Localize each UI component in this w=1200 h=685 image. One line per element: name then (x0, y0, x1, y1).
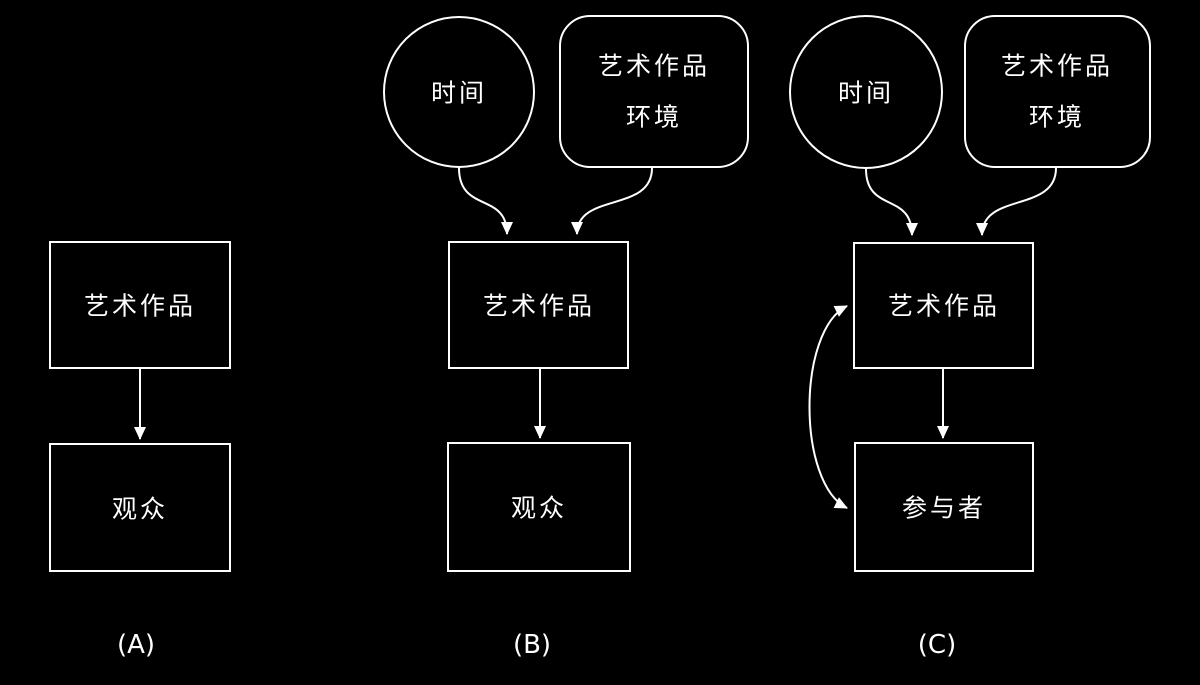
panel-c-participant-box (854, 442, 1034, 572)
panel-b: 时间 艺术作品 环境 艺术作品 观众 (B) (383, 15, 749, 660)
panel-a-artwork-box (49, 241, 231, 369)
panel-b-environment-to-artwork-arrow (571, 167, 653, 235)
panel-b-environment-box (559, 15, 749, 168)
panel-c-artwork-label: 艺术作品 (888, 292, 1000, 321)
panel-c-caption: (C) (918, 630, 956, 660)
panel-c-participant-label: 参与者 (902, 494, 986, 523)
panel-b-time-circle (383, 16, 535, 168)
panel-a-caption: (A) (117, 630, 155, 660)
panel-b-audience-label: 观众 (511, 494, 567, 523)
panel-c-time-circle (789, 15, 943, 169)
panel-a: 艺术作品 观众 (A) (49, 241, 231, 660)
panel-b-environment-label-line1: 艺术作品 (598, 52, 710, 81)
panel-c-environment-label-line2: 环境 (1029, 103, 1085, 132)
panel-c-time-label: 时间 (838, 79, 894, 108)
panel-c-time-to-artwork-arrow (865, 168, 918, 236)
panel-c-environment-label-line1: 艺术作品 (1001, 52, 1113, 81)
panel-c-environment-to-artwork-arrow (976, 167, 1057, 236)
panel-b-time-to-artwork-arrow (458, 167, 513, 235)
panel-b-time-label: 时间 (431, 79, 487, 108)
panel-c-environment-box (964, 15, 1151, 168)
panel-a-audience-box (49, 443, 231, 572)
panel-a-artwork-label: 艺术作品 (84, 292, 196, 321)
panel-b-environment-label-line2: 环境 (626, 103, 682, 132)
panel-b-caption: (B) (513, 630, 551, 660)
panel-c: 时间 艺术作品 环境 艺术作品 参与者 (C) (789, 15, 1151, 660)
panel-a-audience-label: 观众 (112, 495, 168, 524)
panel-c-artwork-box (853, 242, 1034, 369)
panel-b-artwork-label: 艺术作品 (483, 292, 595, 321)
panel-b-audience-box (447, 442, 631, 572)
panel-b-artwork-box (448, 241, 629, 369)
panel-c-feedback-loop-arrow (808, 305, 848, 509)
